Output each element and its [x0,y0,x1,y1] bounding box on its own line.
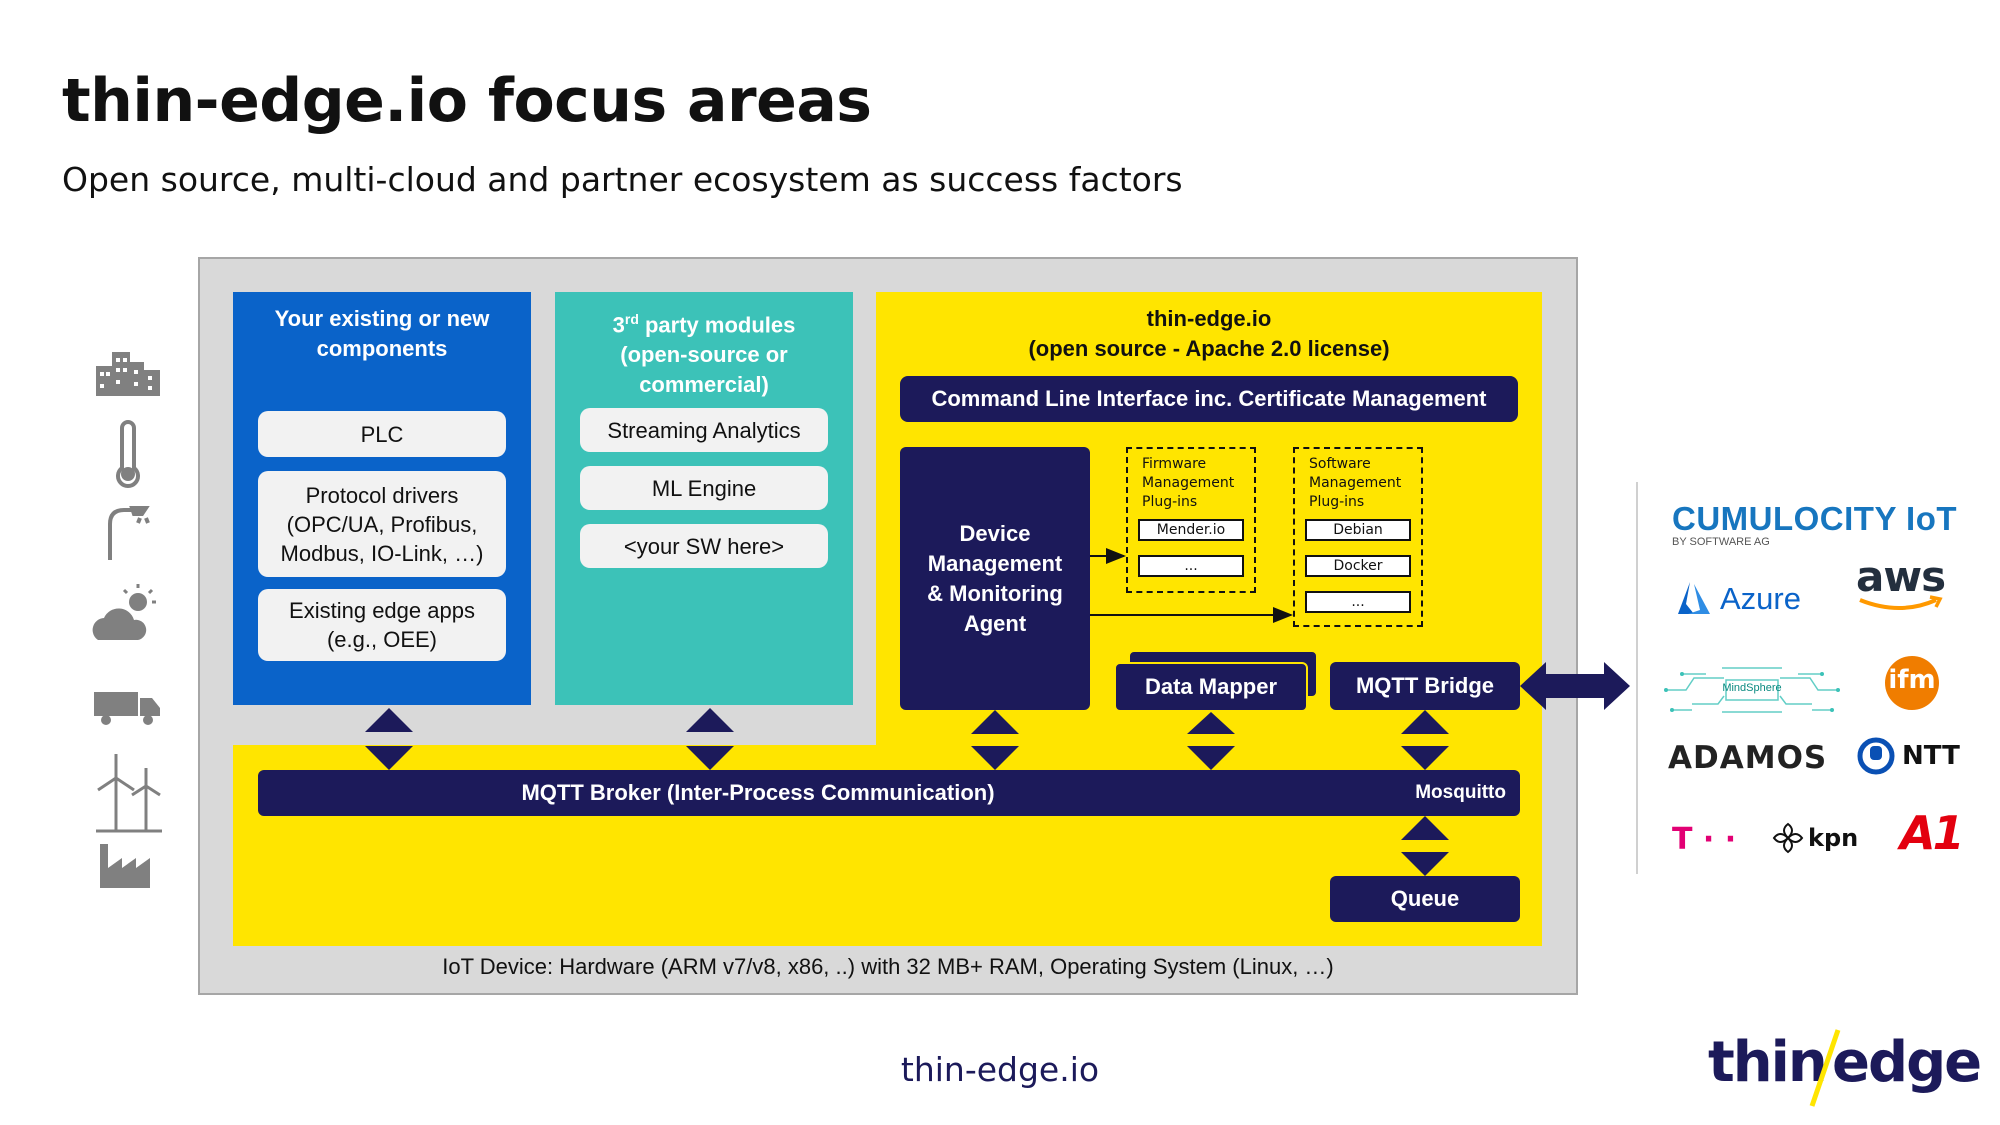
existing-components-heading: Your existing or new components [274,306,490,361]
left-icon-column [92,352,162,888]
third-party-heading-sup: rd [624,311,639,327]
ntt-logo[interactable]: NTT [1856,736,1960,776]
ifm-logo[interactable]: ifm [1884,655,1940,716]
thin-edge-title-line1: thin-edge.io [1146,306,1272,331]
factory-icon [100,844,150,888]
weather-icon [92,584,156,640]
mqtt-broker-bar[interactable]: MQTT Broker (Inter-Process Communication… [258,770,1520,816]
iot-device-label: IoT Device: Hardware (ARM v7/v8, x86, ..… [442,954,1334,979]
adamos-logo[interactable]: ADAMOS [1668,740,1828,776]
firmware-plugin-more[interactable]: ... [1138,555,1244,577]
existing-components-panel: Your existing or new components PLC Prot… [233,292,531,705]
ifm-logo-mark [1885,656,1939,710]
thin-edge-title-line2: (open source - Apache 2.0 license) [1028,336,1390,361]
kpn-logo[interactable]: kpn [1770,820,1858,856]
footer-url[interactable]: thin-edge.io [900,1050,1100,1089]
page-subtitle: Open source, multi-cloud and partner eco… [62,160,1183,199]
aws-logo-text: aws [1856,552,1946,601]
thermometer-icon [116,420,140,488]
software-plugin-debian[interactable]: Debian [1305,519,1411,541]
your-sw-module[interactable]: <your SW here> [580,524,828,568]
firmware-plugins-group: Firmware Management Plug-ins Mender.io .… [1126,447,1256,593]
firmware-plugin-mender[interactable]: Mender.io [1138,519,1244,541]
kpn-logo-mark [1772,822,1804,854]
mqtt-broker-label: MQTT Broker (Inter-Process Communication… [521,780,995,805]
ntt-logo-mark [1857,737,1895,775]
street-lamp-icon [108,506,150,560]
mindsphere-circuit-icon [1664,667,1840,713]
software-plugins-group: Software Management Plug-ins Debian Dock… [1293,447,1423,627]
arrow-agent-broker [971,710,1019,770]
third-party-heading: 3rd party modules (open-source or commer… [555,292,853,400]
device-management-agent[interactable]: Device Management & Monitoring Agent [900,447,1090,710]
thinedge-logo-slash [1809,1029,1841,1107]
mosquitto-label: Mosquitto [1415,782,1506,803]
arrow-bridge-broker [1401,710,1449,770]
azure-logo-text: Azure [1720,581,1801,616]
mindsphere-logo[interactable]: MindSphere [1662,660,1842,725]
arrow-broker-queue [1401,816,1449,876]
data-mapper[interactable]: Data Mapper [1114,662,1308,712]
thinedge-logo[interactable]: thin edge [1708,1026,1982,1110]
thinedge-logo-left: thin [1708,1030,1828,1095]
buildings-icon [96,352,160,396]
wind-turbine-icon [96,754,162,833]
arrow-blue-broker [365,708,413,770]
arrow-mapper-broker [1187,712,1235,770]
aws-smile-icon [1859,595,1943,610]
arrow-bridge-clouds [1520,662,1630,710]
streaming-analytics-module[interactable]: Streaming Analytics [580,408,828,452]
mindsphere-logo-text: MindSphere [1722,682,1782,694]
azure-logo[interactable]: Azure [1672,580,1801,618]
cumulocity-logo[interactable]: CUMULOCITY IoT BY SOFTWARE AG [1672,500,1957,548]
third-party-heading-num: 3 [612,312,625,338]
ifm-logo-text: ifm [1888,665,1936,695]
third-party-heading-rest: party modules (open-source or commercial… [620,312,796,398]
third-party-modules-panel: 3rd party modules (open-source or commer… [555,292,853,705]
thinedge-logo-right: edge [1832,1030,1982,1095]
queue[interactable]: Queue [1330,876,1520,922]
partners-divider [1636,482,1638,874]
existing-edge-apps-module[interactable]: Existing edge apps (e.g., OEE) [258,589,506,661]
a1-logo[interactable]: A1 [1900,806,1965,860]
cli-bar[interactable]: Command Line Interface inc. Certificate … [900,376,1518,422]
ntt-logo-text: NTT [1902,741,1960,771]
azure-logo-mark [1678,582,1710,614]
truck-icon [94,692,160,725]
cumulocity-logo-sub: BY SOFTWARE AG [1672,536,1770,548]
protocol-drivers-module[interactable]: Protocol drivers (OPC/UA, Profibus, Modb… [258,471,506,577]
telekom-logo[interactable]: T · · [1672,822,1737,857]
software-plugin-docker[interactable]: Docker [1305,555,1411,577]
page-title: thin-edge.io focus areas [62,66,872,136]
software-plugins-label: Software Management Plug-ins [1309,456,1402,510]
plc-module[interactable]: PLC [258,411,506,457]
kpn-logo-text: kpn [1808,824,1859,852]
ml-engine-module[interactable]: ML Engine [580,466,828,510]
mqtt-bridge[interactable]: MQTT Bridge [1330,662,1520,710]
cumulocity-logo-text: CUMULOCITY IoT [1672,500,1958,537]
firmware-plugins-label: Firmware Management Plug-ins [1142,456,1235,510]
software-plugin-more[interactable]: ... [1305,591,1411,613]
aws-logo[interactable]: aws [1856,552,1948,619]
thin-edge-title: thin-edge.io (open source - Apache 2.0 l… [876,304,1542,364]
arrow-teal-broker [686,708,734,770]
